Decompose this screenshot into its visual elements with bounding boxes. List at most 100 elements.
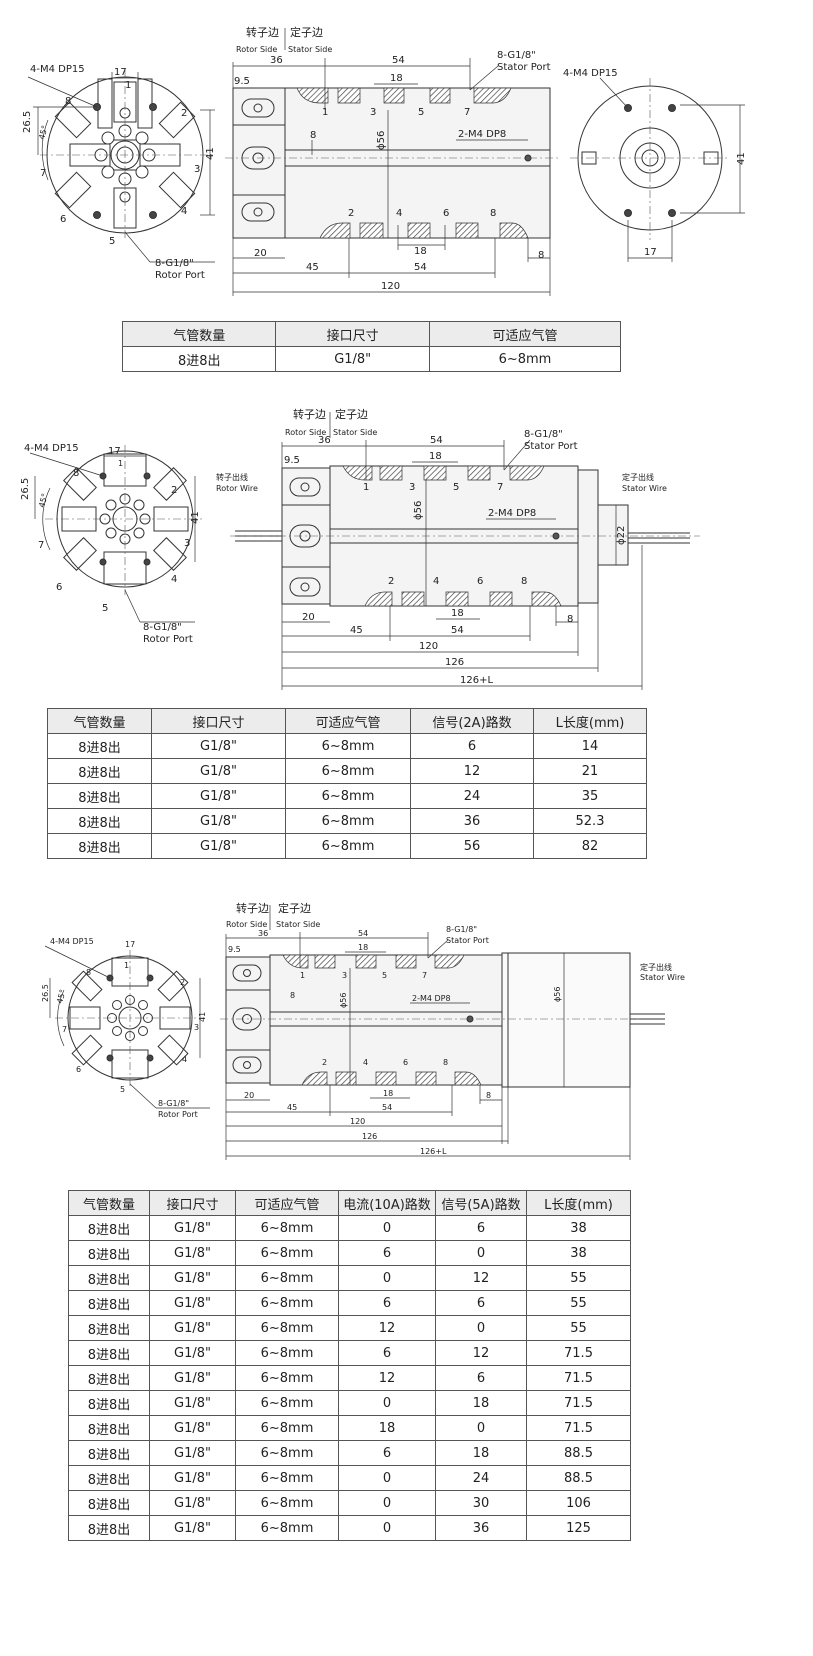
- side-view: [225, 28, 560, 296]
- table-cell: 125: [526, 1515, 631, 1541]
- s3-port-1: 1: [300, 971, 305, 980]
- t1-h1: 接口尺寸: [275, 321, 430, 347]
- t3-h4: 信号(5A)路数: [435, 1190, 527, 1216]
- table-cell: 71.5: [526, 1340, 631, 1366]
- r3-dim-26-5: 26.5: [41, 984, 50, 1002]
- r2-angle: 45°: [37, 492, 49, 508]
- stator-dim-17: 17: [644, 247, 657, 258]
- table-cell: 38: [526, 1240, 631, 1266]
- table-cell: 55: [526, 1290, 631, 1316]
- table-cell: 6~8mm: [285, 808, 411, 834]
- r2-port-6: 6: [56, 582, 62, 593]
- s2-2m4: 2-M4 DP8: [488, 508, 536, 519]
- table-cell: 0: [435, 1415, 527, 1441]
- s3-port-8: 8: [443, 1058, 448, 1067]
- s2-dim-18b: 18: [451, 608, 464, 619]
- s2-dim-45: 45: [350, 625, 363, 636]
- r2-rotor-port-1: 8-G1/8": [143, 622, 182, 633]
- table-cell: 6~8mm: [235, 1340, 339, 1366]
- port-label-4: 4: [181, 206, 187, 217]
- table-cell: 8进8出: [68, 1290, 150, 1316]
- s2-port-6: 6: [477, 576, 483, 587]
- r3-port-3: 3: [194, 1023, 199, 1032]
- table-cell: 0: [435, 1240, 527, 1266]
- table-cell: 0: [338, 1265, 436, 1291]
- s3-dim-126L: 126+L: [420, 1147, 447, 1156]
- side-port-7: 7: [464, 107, 470, 118]
- table-cell: 8进8出: [68, 1465, 150, 1491]
- table-cell: 12: [435, 1340, 527, 1366]
- table1-header: 气管数量 接口尺寸 可适应气管: [121, 321, 622, 347]
- table-cell: 6: [435, 1365, 527, 1391]
- table-cell: 8进8出: [68, 1215, 150, 1241]
- stator-side-en: Stator Side: [288, 45, 332, 54]
- table-cell: G1/8": [149, 1215, 236, 1241]
- rotor-wire-cn: 转子出线: [216, 472, 248, 482]
- r3-port-5: 5: [120, 1085, 125, 1094]
- label-2m4: 2-M4 DP8: [458, 129, 506, 140]
- table-cell: 6~8mm: [235, 1440, 339, 1466]
- table-cell: G1/8": [151, 758, 286, 784]
- r3-rotor-port-2: Rotor Port: [158, 1110, 198, 1119]
- s2-dim-120: 120: [419, 641, 438, 652]
- table-cell: G1/8": [149, 1290, 236, 1316]
- port-label-2: 2: [181, 108, 187, 119]
- r3-rotor-port-1: 8-G1/8": [158, 1099, 189, 1108]
- table-cell: 18: [435, 1390, 527, 1416]
- port-label-8: 8: [65, 96, 71, 107]
- table-cell: 0: [338, 1490, 436, 1516]
- table-cell: 6: [338, 1340, 436, 1366]
- table-cell: 8进8出: [68, 1415, 150, 1441]
- table-cell: 71.5: [526, 1415, 631, 1441]
- s3-phi56: ϕ56: [339, 993, 348, 1008]
- drawing-section-3: 4-M4 DP15 17 26.5 41 45° 1 2 3 4 5 6 7 8…: [41, 901, 685, 1160]
- s3-2m4: 2-M4 DP8: [412, 994, 451, 1003]
- r2-port-2: 2: [171, 485, 177, 496]
- table-row: 8进8出 G1/8" 6~8mm: [121, 346, 622, 372]
- side-port-3: 3: [370, 107, 376, 118]
- table-cell: 8进8出: [68, 1365, 150, 1391]
- s3-dim-45: 45: [287, 1103, 297, 1112]
- table-cell: 6~8mm: [285, 733, 411, 759]
- table-cell: 6~8mm: [235, 1265, 339, 1291]
- r2-port-5: 5: [102, 603, 108, 614]
- table-cell: 88.5: [526, 1465, 631, 1491]
- s3-stator-cn: 定子边: [278, 901, 311, 915]
- table-cell: 0: [435, 1315, 527, 1341]
- table-cell: G1/8": [151, 783, 286, 809]
- table-cell: 71.5: [526, 1365, 631, 1391]
- port-label-3: 3: [194, 164, 200, 175]
- s3-port-7: 7: [422, 971, 427, 980]
- table-cell: 6~8mm: [235, 1290, 339, 1316]
- dim-18-bottom: 18: [414, 246, 427, 257]
- table-cell: 0: [338, 1390, 436, 1416]
- rotor-port-label-1: 8-G1/8": [155, 258, 194, 269]
- table-cell: 8进8出: [121, 346, 277, 372]
- table-cell: 6~8mm: [235, 1240, 339, 1266]
- s2-dim-126: 126: [445, 657, 464, 668]
- r3-angle: 45°: [55, 988, 67, 1004]
- s2-dim-126L: 126+L: [460, 675, 493, 686]
- s2-port-8: 8: [521, 576, 527, 587]
- s2-dim-36: 36: [318, 435, 331, 446]
- t1-h2: 可适应气管: [428, 321, 622, 347]
- table-cell: 12: [338, 1315, 436, 1341]
- s3-dim-18: 18: [358, 943, 368, 952]
- port-label-6: 6: [60, 214, 66, 225]
- s3-dim-120: 120: [350, 1117, 365, 1126]
- stator-side-cn: 定子边: [290, 25, 323, 39]
- table-cell: 8进8出: [68, 1515, 150, 1541]
- table-cell: G1/8": [151, 733, 286, 759]
- table-cell: 6: [410, 733, 534, 759]
- table-cell: 8进8出: [47, 833, 152, 859]
- table-cell: 12: [410, 758, 534, 784]
